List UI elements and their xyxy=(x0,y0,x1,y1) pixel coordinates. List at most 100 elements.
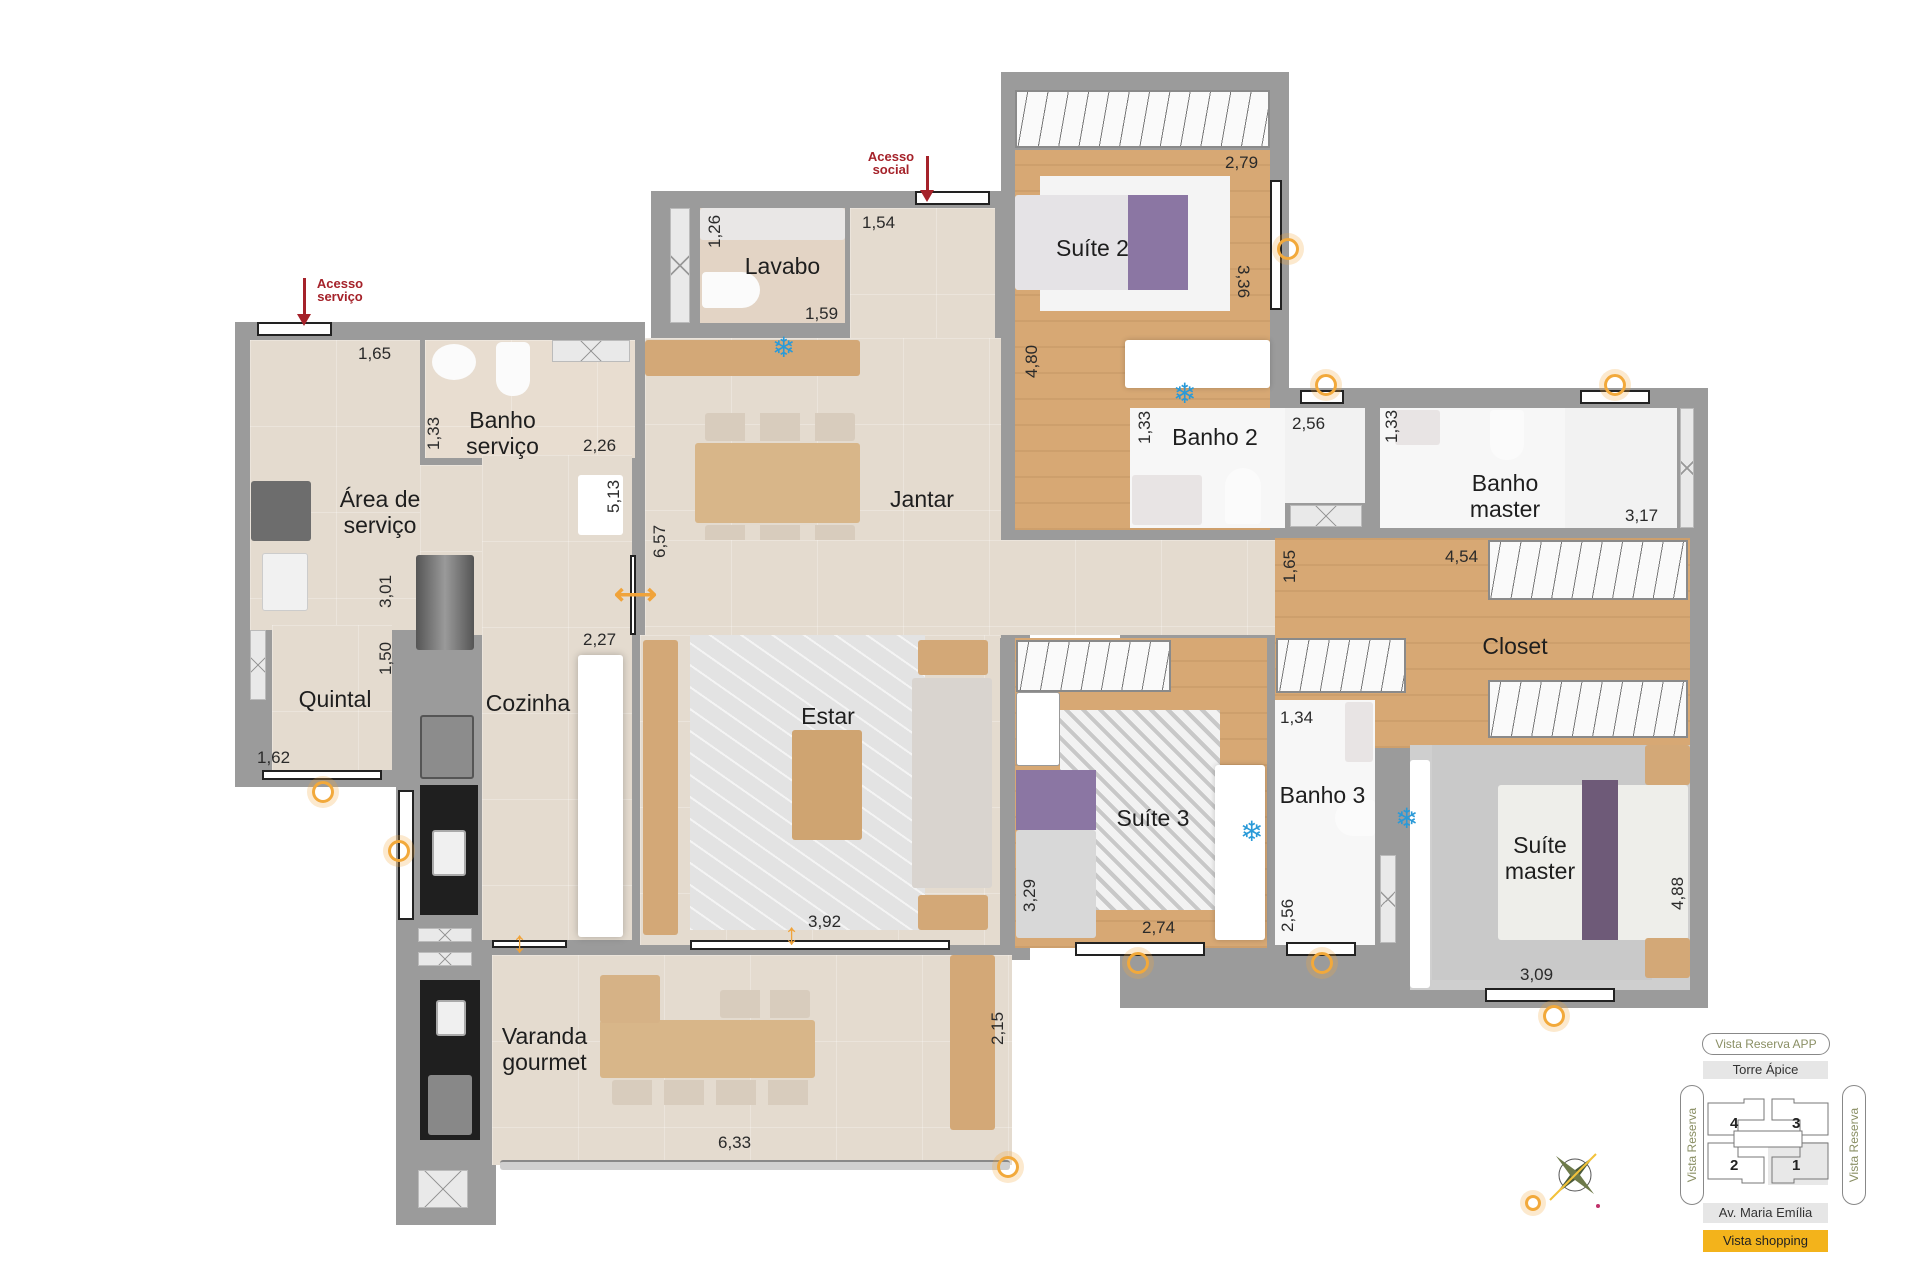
sun-icon xyxy=(388,840,410,862)
sun-icon xyxy=(1277,238,1299,260)
dim-suite2-h: 3,36 xyxy=(1234,265,1253,299)
sun-icon xyxy=(1311,952,1333,974)
tower-diagram xyxy=(1707,1098,1829,1185)
side-table-bottom xyxy=(918,895,988,930)
room-banho-master-shower xyxy=(1565,408,1677,528)
closet-rack-mid xyxy=(1488,680,1688,738)
varanda-railing xyxy=(500,1160,1010,1170)
fridge xyxy=(416,555,474,650)
legend-vista-reserva-right: Vista Reserva xyxy=(1842,1085,1866,1205)
unit-4: 4 xyxy=(1730,1115,1739,1132)
ac-snowflake-icon: ❄ xyxy=(772,332,796,363)
bed-master-runner xyxy=(1582,780,1618,940)
legend-tower-name: Torre Ápice xyxy=(1703,1061,1828,1079)
closet-rack-left xyxy=(1276,638,1406,693)
dim-varanda-h: 2,15 xyxy=(988,1011,1007,1045)
laundry-sink xyxy=(262,553,308,611)
door-estar-varanda xyxy=(690,940,950,950)
sun-icon xyxy=(1315,374,1337,396)
tv-wall-master xyxy=(1410,760,1430,988)
dim-banho2-w: 2,56 xyxy=(1292,414,1326,433)
shaft-lavabo xyxy=(670,208,690,323)
nightstand-top xyxy=(1645,745,1690,785)
banho2-toilet xyxy=(1225,468,1261,524)
ac-snowflake-icon: ❄ xyxy=(1173,378,1197,409)
label-estar: Estar xyxy=(801,703,855,729)
side-table xyxy=(918,640,988,675)
dim-cozinha-227: 2,27 xyxy=(583,630,617,649)
unit-1-highlighted: 1 xyxy=(1792,1157,1801,1174)
unit-3: 3 xyxy=(1792,1115,1801,1132)
dim-quintal-w: 1,62 xyxy=(257,748,291,767)
varanda-chairs-bottom xyxy=(612,1080,812,1105)
dim-hall-w: 1,54 xyxy=(862,213,896,232)
dim-banho3-h: 2,56 xyxy=(1278,898,1297,932)
sun-icon xyxy=(997,1156,1019,1178)
banho3-toilet xyxy=(1335,800,1375,836)
dim-estar-w: 3,92 xyxy=(808,912,842,931)
dim-varanda-w: 6,33 xyxy=(718,1133,752,1152)
ac-snowflake-icon: ❄ xyxy=(1395,803,1419,834)
ac-snowflake-icon: ❄ xyxy=(1240,816,1264,847)
label-jantar: Jantar xyxy=(890,486,954,512)
label-banho2: Banho 2 xyxy=(1172,424,1258,450)
dim-suite-master-w: 3,09 xyxy=(1520,965,1554,984)
desk-suite3 xyxy=(1215,765,1265,940)
closet-suite3 xyxy=(1016,640,1171,692)
legend-vista-reserva-left: Vista Reserva xyxy=(1680,1085,1704,1205)
label-banho-master: Banho master xyxy=(1469,470,1541,522)
sliding-door-horizontal-arrow-icon: ⟷ xyxy=(614,578,658,611)
label-varanda: Varanda gourmet xyxy=(501,1023,588,1075)
shaft-banho2 xyxy=(1290,505,1362,527)
label-area-servico: Área de serviço xyxy=(339,486,421,538)
dim-suite2-w: 2,79 xyxy=(1225,153,1259,172)
bed-suite3 xyxy=(1016,770,1096,830)
label-banho3: Banho 3 xyxy=(1279,782,1366,808)
dim-lavabo-w: 1,59 xyxy=(805,304,839,323)
dim-banho3-w: 1,34 xyxy=(1280,708,1314,727)
label-cozinha: Cozinha xyxy=(485,690,571,716)
lavabo-toilet xyxy=(702,272,760,308)
lavabo-counter xyxy=(700,208,845,240)
closet-suite2 xyxy=(1015,90,1270,148)
dining-table xyxy=(695,443,860,523)
unit-2: 2 xyxy=(1730,1157,1739,1174)
dim-banho-servico-h: 1,33 xyxy=(424,416,443,450)
dim-suite3-w: 2,74 xyxy=(1142,918,1176,937)
room-banho2-shower xyxy=(1285,408,1365,503)
label-quintal: Quintal xyxy=(298,686,372,712)
shaft-kitchen-2 xyxy=(418,952,472,966)
door-cozinha-estar xyxy=(630,555,636,635)
dim-jantar-657: 6,57 xyxy=(650,524,669,558)
sliding-door-vertical-arrow-icon: ↕ xyxy=(784,918,799,951)
access-servico-arrow-icon xyxy=(297,278,311,326)
access-servico-label: Acesso serviço xyxy=(316,276,364,304)
door-cozinha-varanda xyxy=(492,940,567,948)
legend-vista-shopping: Vista shopping xyxy=(1703,1230,1828,1252)
dim-banho-master-w: 3,17 xyxy=(1625,506,1659,525)
dim-suite-master-h: 4,88 xyxy=(1668,876,1687,910)
shaft-banho-master xyxy=(1680,408,1694,528)
dim-cozinha-513: 5,13 xyxy=(604,479,623,513)
sun-icon xyxy=(1604,374,1626,396)
shaft-varanda xyxy=(418,1170,468,1208)
dim-suite2-480: 4,80 xyxy=(1022,344,1041,378)
room-quintal xyxy=(272,625,392,770)
dresser-suite3 xyxy=(1016,692,1060,766)
dim-banho2-h: 1,33 xyxy=(1135,410,1154,444)
label-banho-servico: Banho serviço xyxy=(466,407,539,459)
varanda-bench xyxy=(600,975,660,1023)
dim-closet-h: 1,65 xyxy=(1280,549,1299,583)
tv-rack xyxy=(643,640,678,935)
varanda-sink xyxy=(436,1000,466,1036)
desk-suite2 xyxy=(1125,340,1270,388)
label-closet: Closet xyxy=(1482,633,1548,659)
shaft-servico xyxy=(552,340,630,362)
coffee-table xyxy=(792,730,862,840)
banho-master-toilet xyxy=(1490,410,1524,460)
access-social-label: Acesso social xyxy=(867,149,915,177)
sliding-door-vertical-arrow-icon: ↕ xyxy=(512,926,527,959)
label-suite3: Suíte 3 xyxy=(1116,805,1190,831)
varanda-desk xyxy=(950,955,995,1130)
